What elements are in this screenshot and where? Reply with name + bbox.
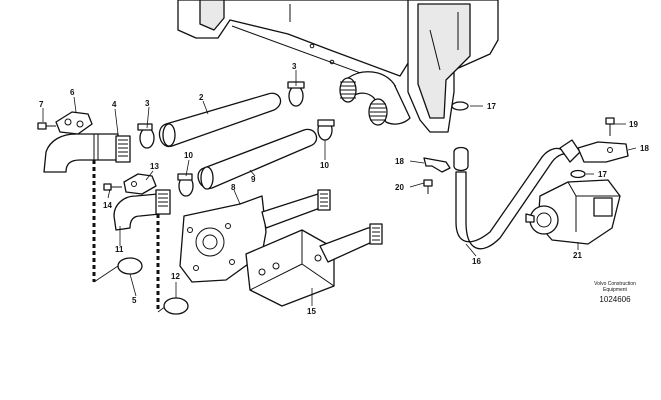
- bracket-6: [55, 111, 93, 135]
- callout-19: 19: [629, 120, 638, 129]
- pump-21: [525, 179, 621, 245]
- callout-2: 2: [199, 93, 204, 102]
- callout-3-left: 3: [145, 99, 150, 108]
- valve-block-15: [245, 223, 383, 307]
- bolt-7: [37, 122, 56, 130]
- elbow-11: [113, 189, 171, 231]
- drawing-id: 1024606: [599, 295, 631, 304]
- callout-11: 11: [115, 245, 124, 254]
- callout-4: 4: [112, 100, 117, 109]
- callout-16: 16: [472, 257, 481, 266]
- hose-9: [197, 128, 318, 190]
- o-ring-5: [117, 257, 143, 275]
- callout-9: 9: [251, 175, 256, 184]
- o-ring-12: [163, 297, 189, 315]
- radiator-frame: [177, 0, 499, 133]
- bolt-20: [423, 179, 433, 194]
- bolt-19: [605, 117, 615, 136]
- elbow-4: [43, 133, 131, 173]
- pump-8: [179, 189, 331, 283]
- callout-17-right: 17: [598, 170, 607, 179]
- callout-18-left: 18: [395, 157, 404, 166]
- callout-18-right: 18: [640, 144, 649, 153]
- callout-6: 6: [70, 88, 75, 97]
- footer: Volvo Construction Equipment 1024606: [594, 281, 636, 304]
- hose-16: [453, 139, 581, 250]
- brand-line-1: Volvo Construction: [594, 281, 636, 287]
- bracket-18-left: [423, 157, 451, 173]
- radiator-outlet-fitting: [339, 71, 411, 126]
- bracket-13: [123, 173, 157, 195]
- callout-10-left: 10: [184, 151, 193, 160]
- bolt-14: [103, 183, 122, 191]
- callout-14: 14: [103, 201, 112, 210]
- leader-lines: [42, 70, 637, 306]
- callout-10-right: 10: [320, 161, 329, 170]
- bracket-18-right: [577, 141, 629, 163]
- callout-15: 15: [307, 307, 316, 316]
- callout-7: 7: [39, 100, 44, 109]
- o-ring-17-right: [570, 169, 586, 179]
- callout-13: 13: [150, 162, 159, 171]
- callout-17-top: 17: [487, 102, 496, 111]
- o-ring-17-top: [451, 101, 469, 111]
- callout-20: 20: [395, 183, 404, 192]
- callout-numbers: 7 6 4 3 2 3 10 13 14 11 5 12 8 9 10 15 1…: [39, 62, 649, 316]
- callout-12: 12: [171, 272, 180, 281]
- callout-5: 5: [132, 296, 137, 305]
- hose-2: [158, 92, 282, 148]
- callout-21: 21: [573, 251, 582, 260]
- brand-line-2: Equipment: [603, 287, 628, 293]
- callout-8: 8: [231, 183, 236, 192]
- callout-3-top: 3: [292, 62, 297, 71]
